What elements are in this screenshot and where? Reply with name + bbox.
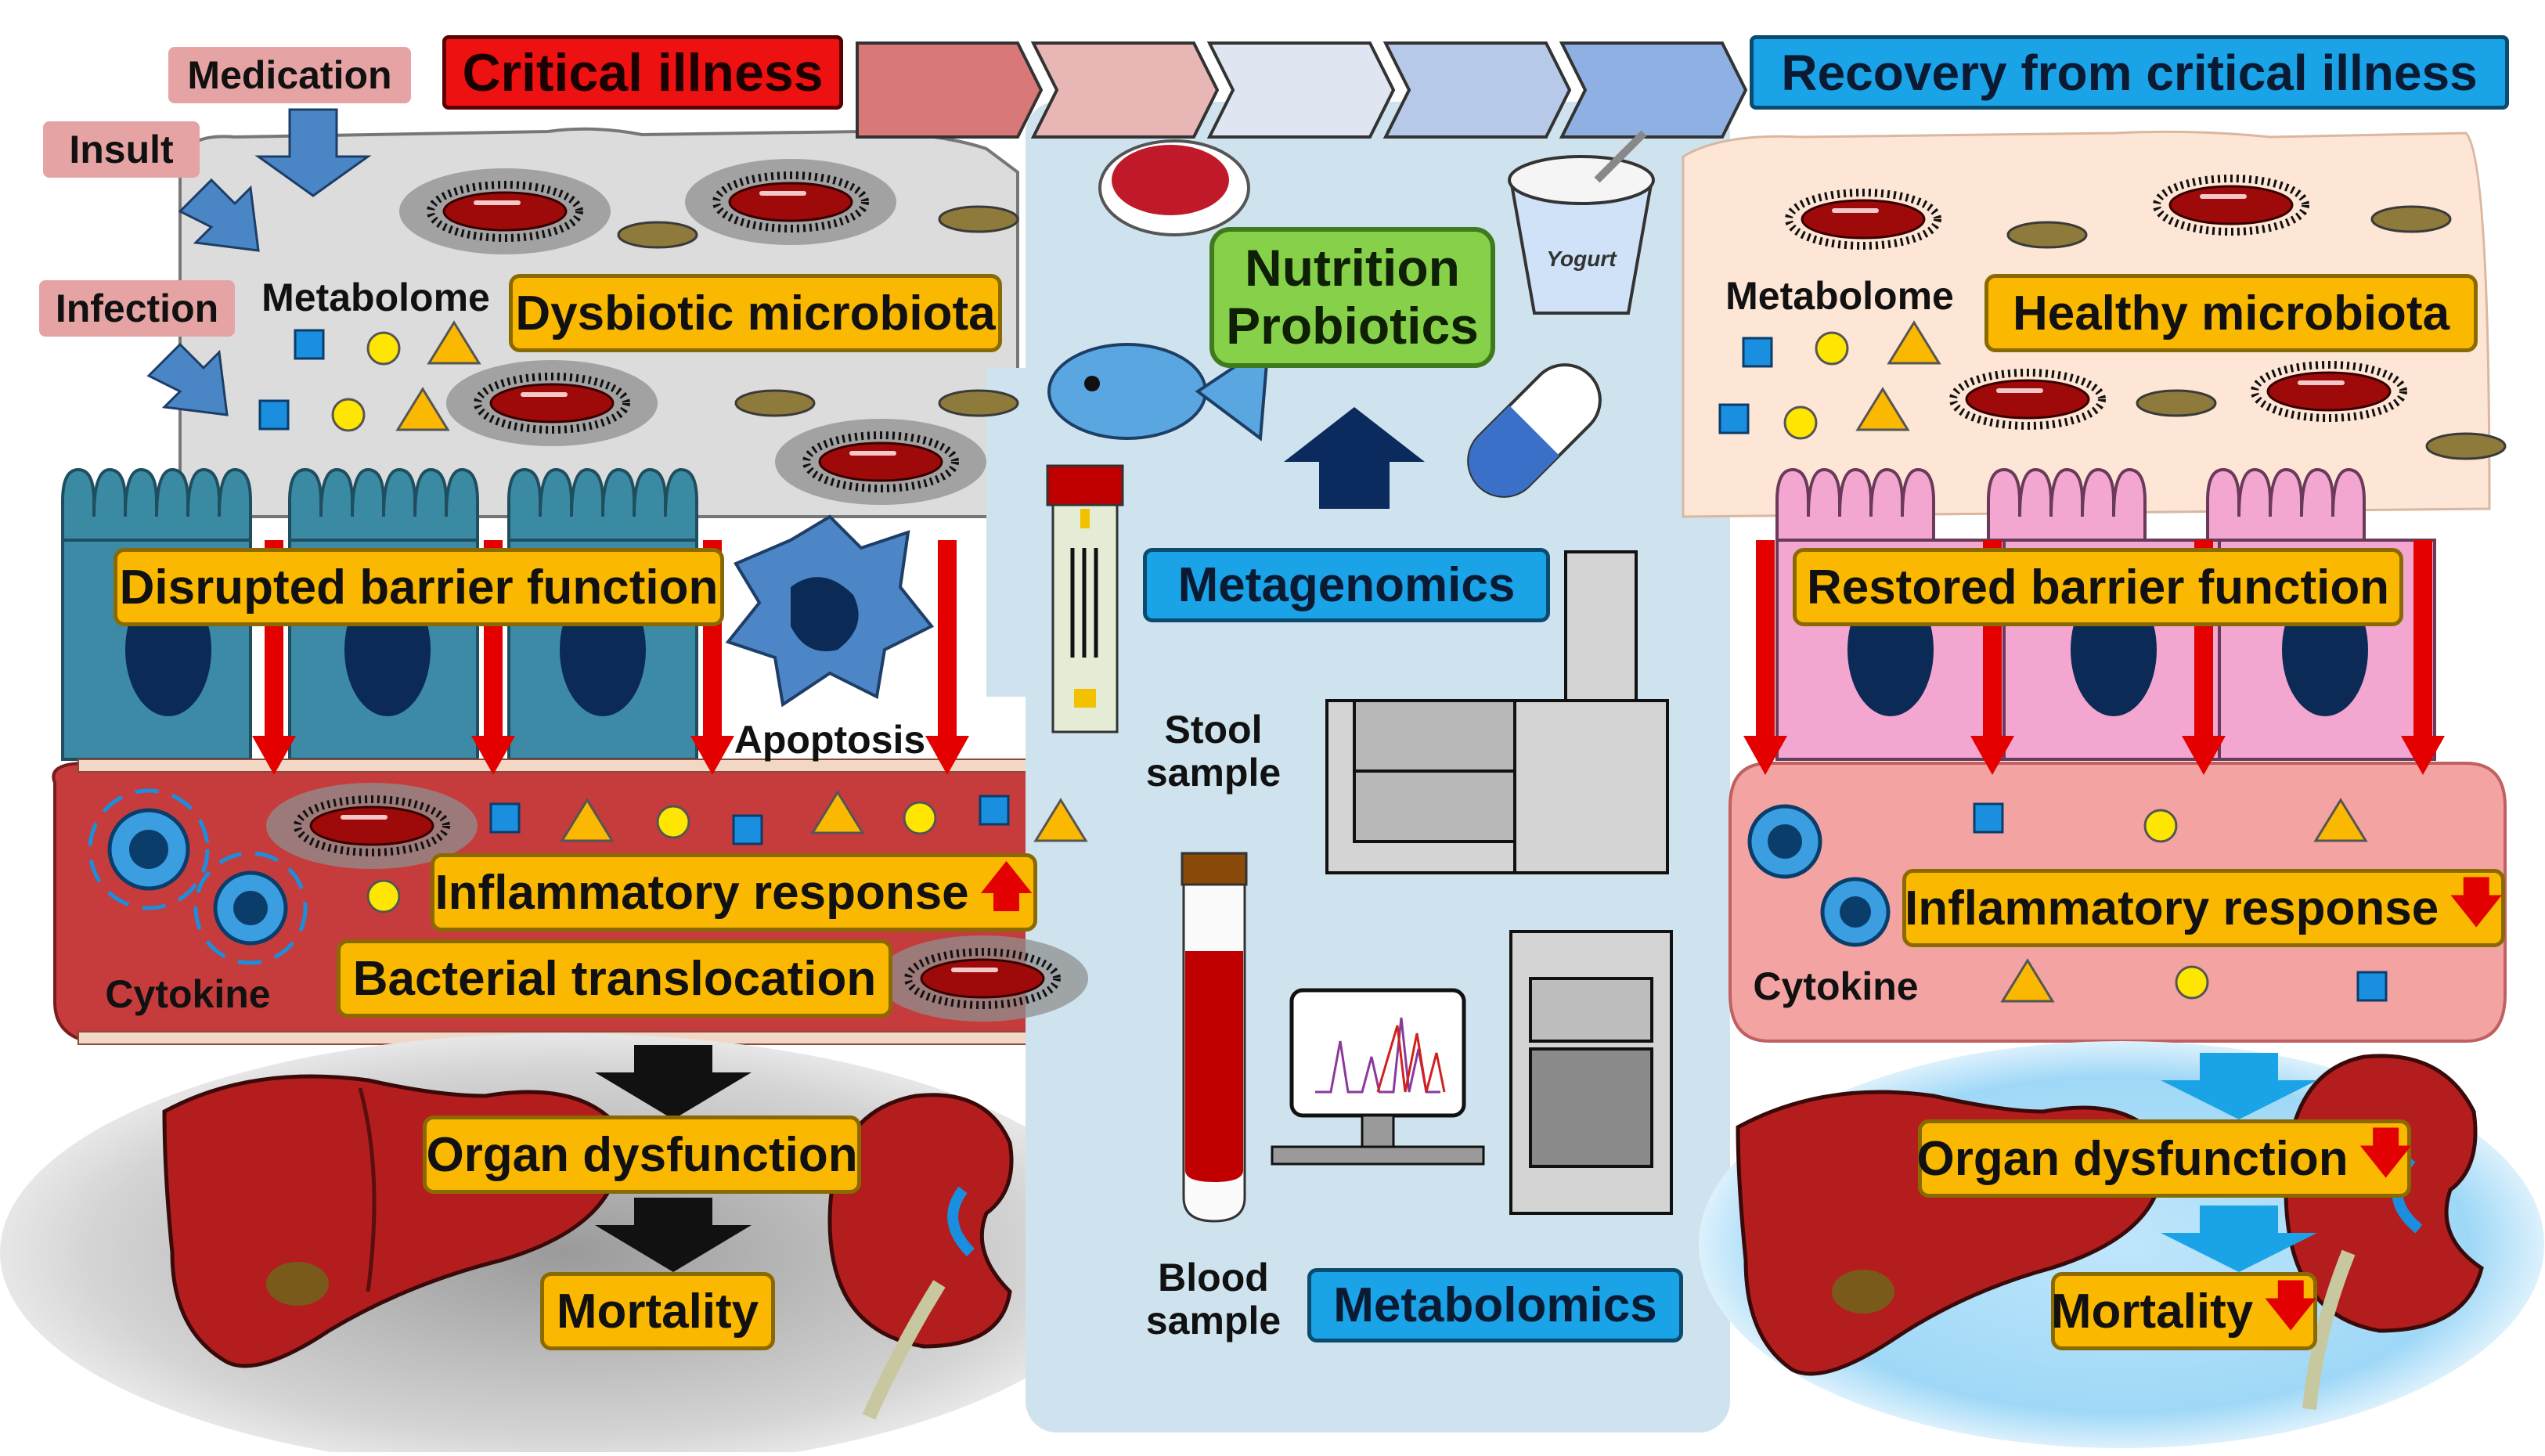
organ-dysfunction-down-icon: 🡇: [2359, 1123, 2413, 1181]
left-organ-dysfunction-label: Organ dysfunction: [423, 1115, 861, 1194]
apoptotic-cell: [725, 514, 935, 708]
meat-icon: [1098, 139, 1250, 236]
fish-icon: [1047, 341, 1271, 441]
stool-tube-icon: [1046, 464, 1124, 733]
healthy-microbiota-label: Healthy microbiota: [1984, 274, 2478, 352]
yogurt-icon: Yogurt: [1508, 130, 1655, 315]
apoptosis-label: Apoptosis: [734, 718, 926, 762]
left-kidney: [827, 1093, 1014, 1420]
sequencer-machine-icon: [1325, 550, 1669, 874]
infection-label: Infection: [39, 280, 235, 337]
recovery-header: Recovery from critical illness: [1750, 35, 2509, 110]
stool-sample-label: Stool sample: [1145, 708, 1282, 795]
nutrition-up-arrow: [1284, 407, 1425, 509]
metagenomics-label: Metagenomics: [1143, 548, 1550, 622]
metabolomics-label: Metabolomics: [1307, 1268, 1683, 1342]
capsule-icon: [1467, 363, 1602, 498]
left-mortality-label: Mortality: [540, 1272, 775, 1350]
critical-illness-header: Critical illness: [442, 35, 843, 110]
left-cytokine-cells: [88, 788, 308, 965]
lcms-computer-icon: [1271, 988, 1485, 1166]
progress-chevrons: [856, 41, 1748, 139]
right-blue-arrows: [2161, 1053, 2317, 1272]
left-cytokine-label: Cytokine: [105, 972, 271, 1016]
right-cytokine-label: Cytokine: [1753, 964, 1919, 1008]
left-black-arrows: [595, 1045, 752, 1272]
mass-spectrometer-icon: [1509, 930, 1673, 1215]
yogurt-label: Yogurt: [1546, 247, 1617, 271]
mortality-down-icon: 🡇: [2264, 1275, 2318, 1334]
left-metabolome-label: Metabolome: [261, 276, 490, 319]
left-inflammatory-response-label: Inflammatory response 🡅: [431, 853, 1037, 932]
right-mortality-label: Mortality 🡇: [2051, 1272, 2317, 1350]
right-metabolome-label: Metabolome: [1725, 274, 1954, 318]
right-organ-dysfunction-label: Organ dysfunction 🡇: [1917, 1119, 2413, 1198]
right-cytokine-cells: [1747, 804, 1891, 947]
insult-label: Insult: [43, 121, 200, 178]
medication-label: Medication: [168, 47, 411, 103]
disrupted-barrier-label: Disrupted barrier function: [114, 548, 724, 626]
blood-tube-icon: [1181, 852, 1248, 1223]
bacterial-translocation-label: Bacterial translocation: [337, 939, 892, 1018]
insult-arrows: [146, 108, 372, 416]
inflammation-down-icon: 🡇: [2449, 872, 2504, 931]
dysbiotic-microbiota-label: Dysbiotic microbiota: [509, 274, 1002, 352]
restored-barrier-label: Restored barrier function: [1793, 548, 2403, 626]
right-inflammatory-response-label: Inflammatory response 🡇: [1902, 869, 2505, 947]
inflammation-up-icon: 🡅: [979, 856, 1033, 915]
nutrition-probiotics-box: Nutrition Probiotics: [1209, 227, 1495, 368]
blood-sample-label: Blood sample: [1145, 1256, 1282, 1342]
